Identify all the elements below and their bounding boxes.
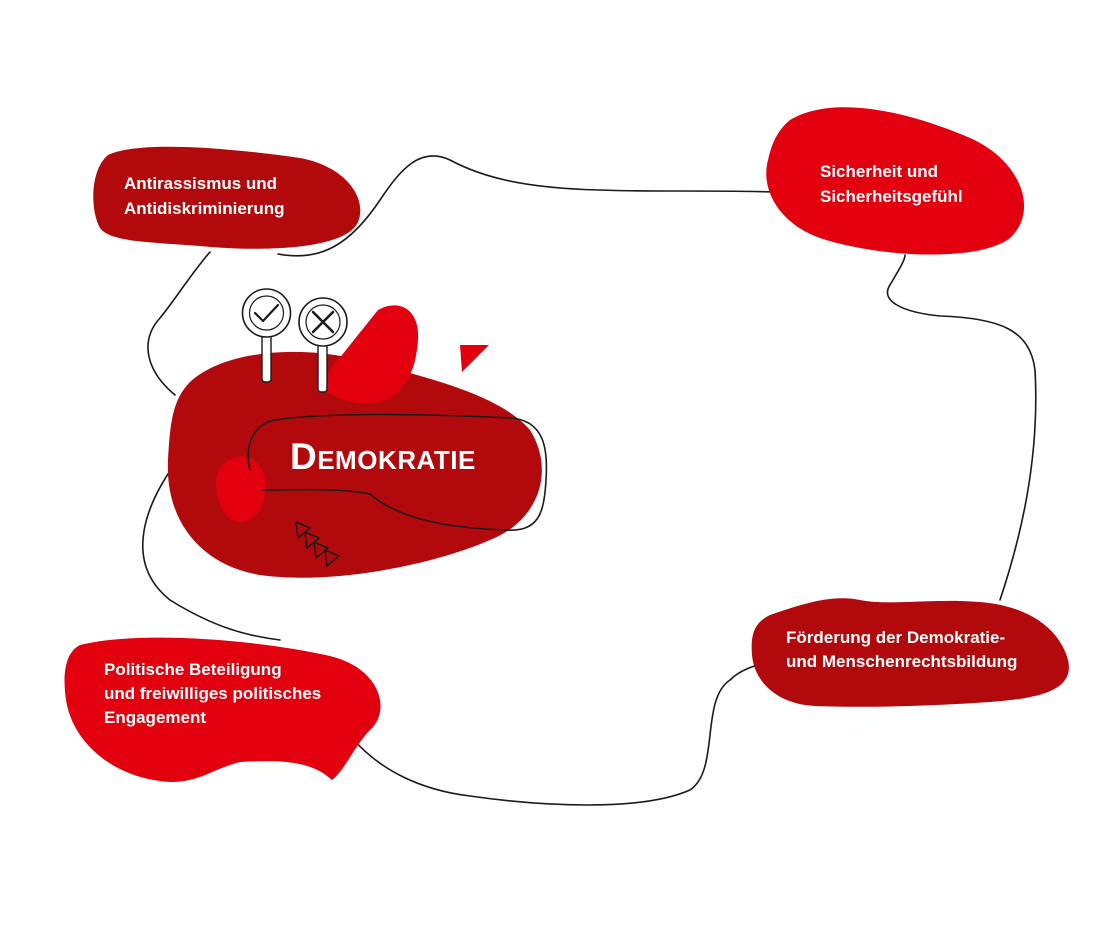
accent-blob-top [318, 305, 419, 404]
cross-sign-icon [298, 297, 348, 393]
node-blob-antirassismus [93, 146, 361, 249]
triangle-marker-icon [460, 345, 489, 372]
node-blob-sicherheit [766, 107, 1025, 255]
check-sign-icon [241, 288, 292, 383]
node-label-line: und freiwilliges politisches [104, 684, 322, 703]
node-label-sicherheit: Sicherheit und Sicherheitsgefühl [820, 159, 963, 209]
node-label-line: Sicherheitsgefühl [820, 187, 963, 206]
center-title: Demokratie [290, 436, 476, 477]
node-label-foerderung: Förderung der Demokratie- und Menschenre… [786, 626, 1017, 674]
arrow-chevrons-icon [295, 521, 340, 567]
node-label-line: und Menschenrechtsbildung [786, 652, 1018, 671]
node-blob-beteiligung [64, 637, 381, 782]
title-outline-line [247, 413, 548, 531]
node-label-line: Politische Beteiligung [104, 660, 282, 679]
node-label-line: Förderung der Demokratie- [786, 628, 1006, 647]
node-label-antirassismus: Antirassismus und Antidiskriminierung [124, 171, 285, 221]
connector-loop [142, 155, 1037, 806]
node-label-line: Antirassismus und [124, 174, 278, 193]
center-blob [167, 351, 542, 578]
node-label-line: Sicherheit und [820, 162, 939, 181]
node-blob-foerderung [751, 598, 1069, 707]
node-label-line: Engagement [104, 708, 207, 727]
accent-blob-left [216, 456, 266, 522]
node-label-line: Antidiskriminierung [124, 199, 285, 218]
node-label-beteiligung: Politische Beteiligung und freiwilliges … [104, 658, 321, 730]
